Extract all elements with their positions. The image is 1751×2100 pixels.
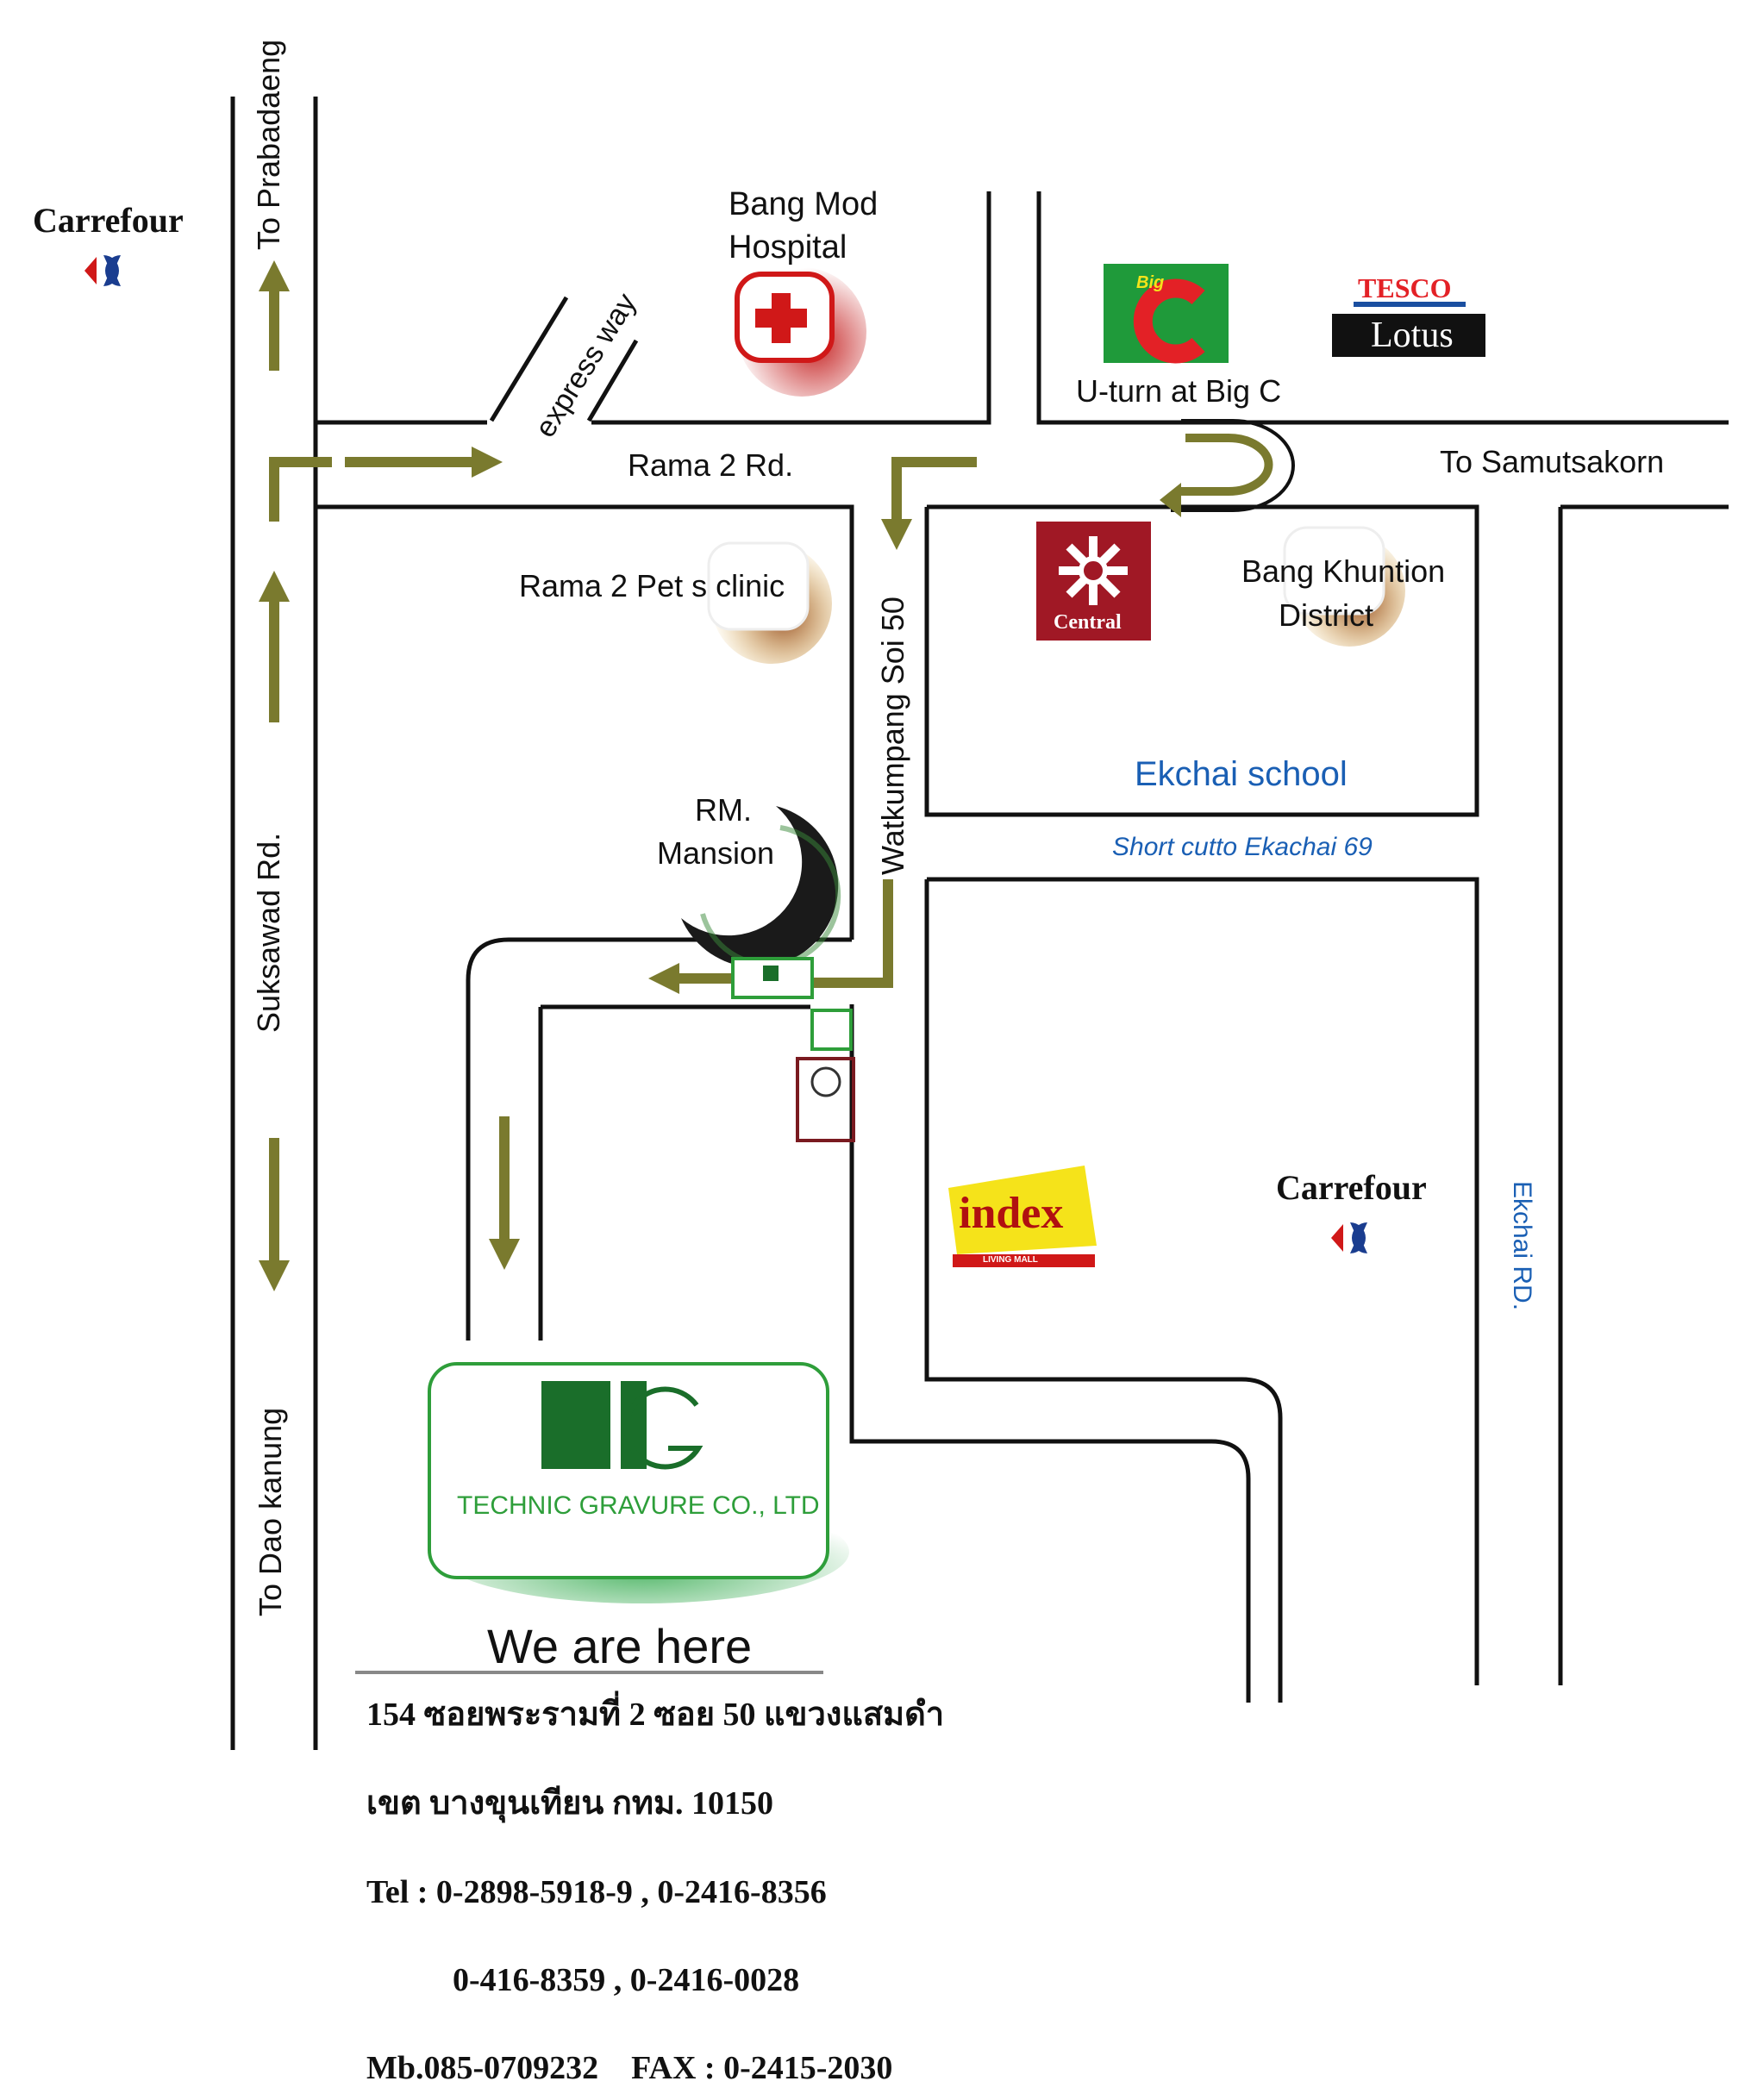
lower-lane-west <box>849 1004 1251 1703</box>
district-label-line1: Bang Khuntion <box>1241 553 1446 589</box>
to-daokanung-label: To Dao kanung <box>253 1407 288 1616</box>
building-markers <box>796 1009 855 1142</box>
shortcut-label: Short cutto Ekachai 69 <box>1112 833 1373 861</box>
address-mobile-fax: Mb.085-0709232 FAX : 0-2415-2030 <box>366 2050 893 2086</box>
rama2-north-edge-west <box>313 97 487 425</box>
arrow-turn-into-soi50 <box>881 457 977 550</box>
address-phone-2: 0-416-8359 , 0-2416-0028 <box>453 1962 800 1998</box>
tesco-label: TESCO <box>1358 272 1452 303</box>
company-name-label: TECHNIC GRAVURE CO., LTD <box>457 1491 820 1520</box>
arrow-turn-to-rama2 <box>269 457 332 522</box>
uturn-marker <box>1160 419 1295 517</box>
uturn-inner <box>1181 434 1273 496</box>
uturn-label: U-turn at Big C <box>1076 373 1282 409</box>
hospital-label-line1: Bang Mod <box>729 186 879 222</box>
to-samutsakorn-label: To Samutsakorn <box>1440 444 1665 479</box>
carrefour-icon-north <box>84 255 121 286</box>
carrefour-icon-south <box>1331 1222 1367 1253</box>
lower-lane-east <box>924 879 1283 1703</box>
mansion-label-line1: RM. <box>695 792 752 828</box>
bigc-label: Big <box>1136 273 1165 292</box>
tesco-lotus-logo <box>1332 302 1485 357</box>
rama2-south-edge-east <box>924 504 1479 817</box>
company-logo-box <box>428 1362 849 1603</box>
hospital-icon <box>735 267 866 397</box>
rama2-north-edge-east <box>591 191 991 425</box>
address-line-1: 154 ซอยพระรามที่ 2 ซอย 50 แขวงแสมดำ <box>366 1697 945 1733</box>
expressway-edge-1 <box>489 296 569 422</box>
district-label-line2: District <box>1279 597 1373 633</box>
ekchai-road-label: Ekchai RD. <box>1508 1181 1536 1311</box>
uturn-outer <box>1171 419 1295 512</box>
ekchai-school-label: Ekchai school <box>1135 755 1348 793</box>
bigc-logo <box>1104 264 1229 364</box>
index-logo <box>948 1166 1097 1267</box>
hospital-label-line2: Hospital <box>729 229 847 266</box>
pet-clinic-label: Rama 2 Pet s clinic <box>519 568 785 603</box>
index-label: index <box>959 1189 1064 1238</box>
ekchai-road-west-edge <box>927 877 1479 1685</box>
index-sub-label: LIVING MALL <box>983 1255 1038 1265</box>
expressway-edge-2 <box>586 339 639 422</box>
rama2-north-edge-far <box>1036 191 1729 425</box>
central-label: Central <box>1054 611 1122 634</box>
uturn-arrowhead <box>1160 483 1181 517</box>
route-arrows <box>259 260 977 1291</box>
carrefour-label-north: Carrefour <box>33 201 184 240</box>
pet-clinic-icon <box>707 541 832 664</box>
carrefour-label-south: Carrefour <box>1276 1168 1427 1207</box>
suksawad-road-label: Suksawad Rd. <box>251 832 286 1033</box>
mansion-moon-icon <box>681 806 841 968</box>
rama2-south-edge-west <box>316 504 854 940</box>
central-logo <box>1036 522 1151 641</box>
address-line-2: เขต บางขุนเทียน กทม. 10150 <box>366 1785 773 1822</box>
rama2-road-label: Rama 2 Rd. <box>628 447 794 483</box>
watkumpang-road-label: Watkumpang Soi 50 <box>875 597 910 875</box>
to-prabadaeng-label: To Prabadaeng <box>251 39 286 250</box>
lotus-label: Lotus <box>1371 316 1454 355</box>
soi-lane-outer <box>466 937 852 1341</box>
address-phone-1: Tel : 0-2898-5918-9 , 0-2416-8356 <box>366 1874 827 1910</box>
company-street-sign <box>731 957 814 999</box>
district-office-icon <box>1283 526 1405 647</box>
mansion-label-line2: Mansion <box>657 835 775 871</box>
we-are-here-label: We are here <box>487 1619 753 1673</box>
